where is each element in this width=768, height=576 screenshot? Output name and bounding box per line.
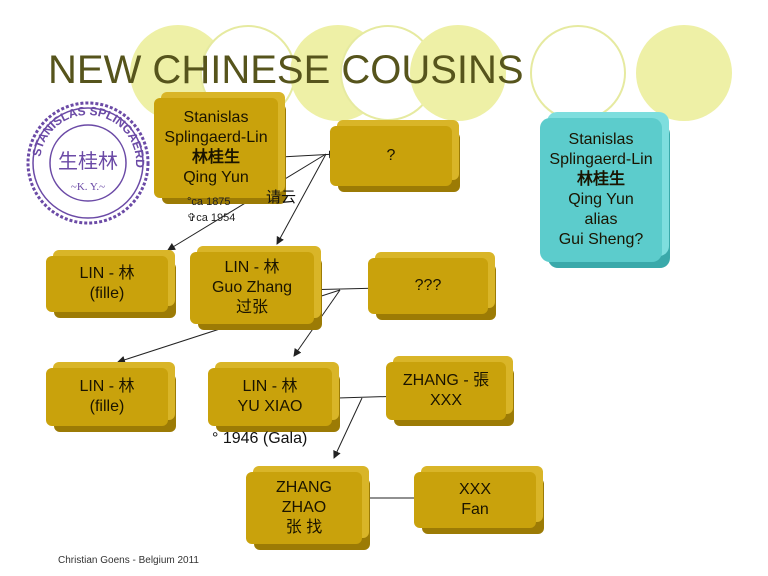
node-line: 林桂生 <box>576 171 625 188</box>
node-line: XXX <box>458 481 491 498</box>
node-line: LIN - 林 <box>242 378 298 395</box>
node-line: 林桂生 <box>191 149 240 166</box>
node-lin-fille-2: LIN - 林 (fille) <box>46 368 168 426</box>
node-line: Splingaerd-Lin <box>164 129 268 146</box>
node-line: Qing Yun <box>183 169 249 186</box>
node-stanislas-alias: Stanislas Splingaerd-Lin 林桂生 Qing Yun al… <box>540 118 662 262</box>
death-date: ✞ca 1954 <box>187 212 236 224</box>
node-line: ZHAO <box>281 499 327 516</box>
node-line: Qing Yun <box>568 191 634 208</box>
arrow-line <box>167 153 327 251</box>
node-line: Stanislas <box>568 131 634 148</box>
node-line: alias <box>584 211 618 228</box>
node-line: ??? <box>414 277 442 294</box>
node-line: LIN - 林 <box>79 265 135 282</box>
arrow-line <box>293 289 341 357</box>
arrow-line <box>276 153 327 245</box>
decor-circle <box>636 25 732 121</box>
node-line: XXX <box>429 392 462 409</box>
node-stanislas: Stanislas Splingaerd-Lin 林桂生 Qing Yun <box>154 98 278 198</box>
decor-circle <box>410 25 506 121</box>
marriage-note: ° 1946 (Gala) <box>212 430 308 447</box>
node-line: YU XIAO <box>237 398 303 415</box>
page-title: NEW CHINESE COUSINS <box>48 48 524 92</box>
node-unknown-1: ? <box>330 126 452 186</box>
svg-text:生桂林: 生桂林 <box>58 149 118 173</box>
node-yu-xiao: LIN - 林 YU XIAO <box>208 368 332 426</box>
node-line: ZHANG <box>276 479 332 496</box>
node-line: Gui Sheng? <box>558 231 644 248</box>
node-line: 过张 <box>235 299 268 316</box>
node-line: ? <box>386 147 396 164</box>
node-line: Splingaerd-Lin <box>549 151 653 168</box>
node-line: ZHANG - 張 <box>402 372 490 389</box>
node-line: 张 找 <box>285 519 323 536</box>
born-date: °ca 1875 <box>187 196 231 208</box>
node-line: LIN - 林 <box>224 259 280 276</box>
node-line: LIN - 林 <box>79 378 135 395</box>
node-unknown-3: ??? <box>368 258 488 314</box>
seal-stamp-icon: STANISLAS SPLINGAERD 生桂林 ~K. Y.~ <box>26 101 150 225</box>
node-zhang-xxx: ZHANG - 張 XXX <box>386 362 506 420</box>
svg-text:~K. Y.~: ~K. Y.~ <box>71 181 105 193</box>
node-line: Guo Zhang <box>211 279 293 296</box>
node-xxx-fan: XXX Fan <box>414 472 536 528</box>
node-line: Stanislas <box>183 109 249 126</box>
credit-footer: Christian Goens - Belgium 2011 <box>58 555 199 566</box>
node-line: (fille) <box>89 285 125 302</box>
node-lin-fille-1: LIN - 林 (fille) <box>46 256 168 312</box>
node-line: Fan <box>461 501 489 518</box>
node-zhang-zhao: ZHANG ZHAO 张 找 <box>246 472 362 544</box>
node-guo-zhang: LIN - 林 Guo Zhang 过张 <box>190 252 314 324</box>
qing-yun-chars: 请云 <box>266 189 297 206</box>
node-line: (fille) <box>89 398 125 415</box>
arrow-line <box>333 397 363 459</box>
